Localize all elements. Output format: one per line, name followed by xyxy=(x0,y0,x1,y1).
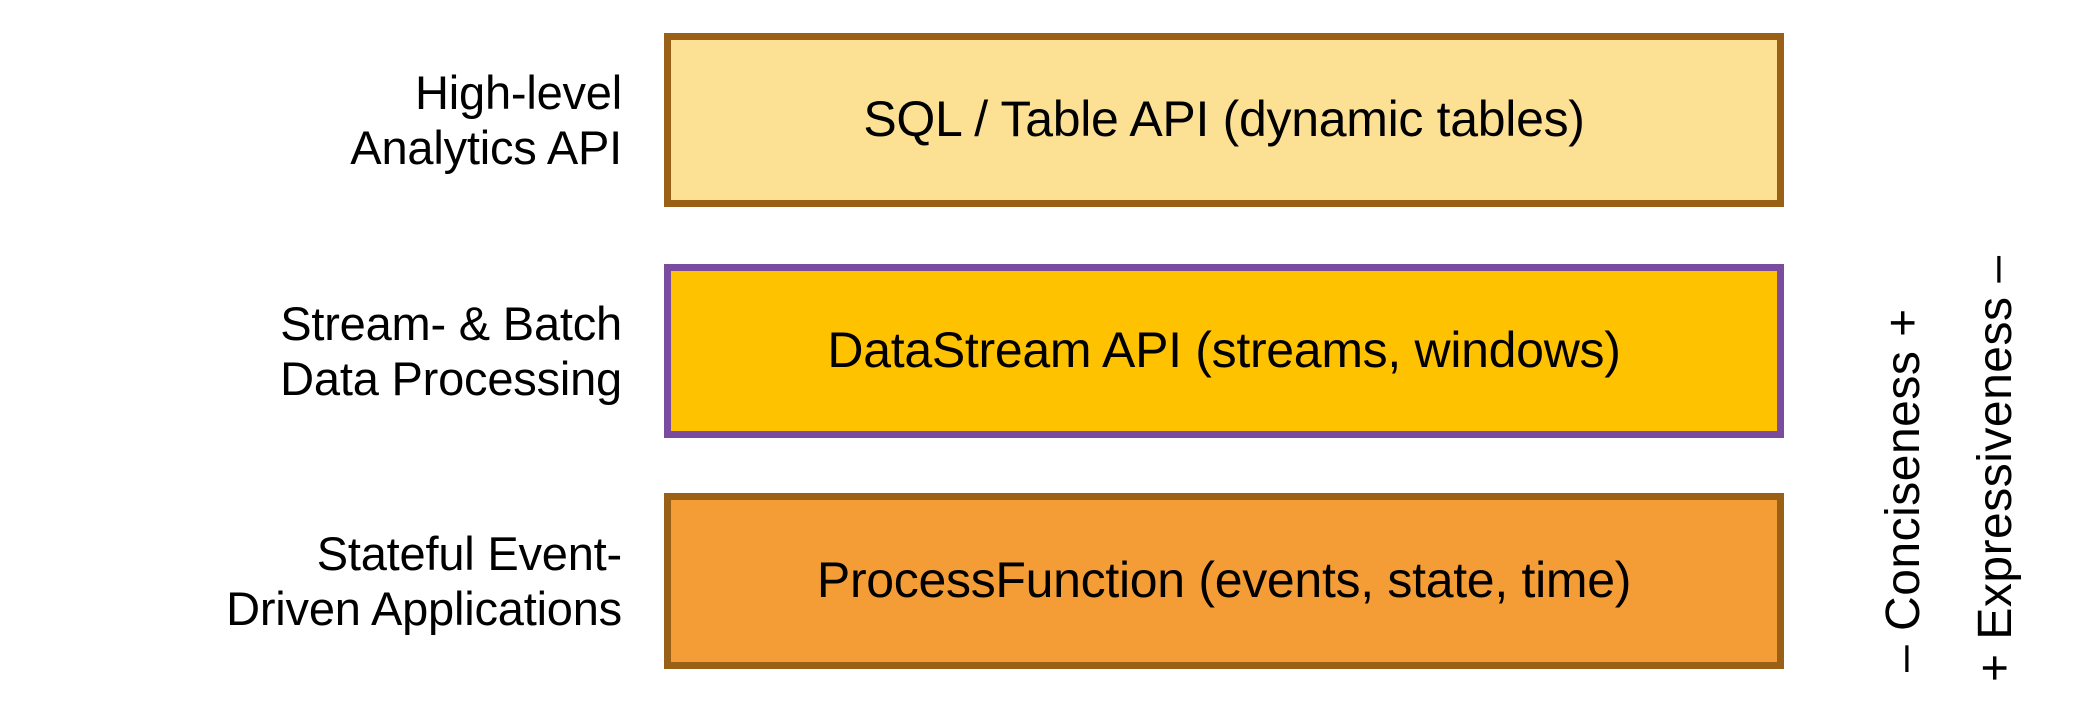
axis-label-expressiveness: + Expressiveness – xyxy=(1969,255,2022,682)
layer-label-line-1: High-level xyxy=(415,65,622,119)
layer-label-high-level-analytics-api: High-level Analytics API xyxy=(0,33,622,207)
layer-label-line-2: Analytics API xyxy=(350,121,622,174)
layer-label-line-2: Driven Applications xyxy=(226,582,622,635)
layer-box-sql-table-api[interactable]: SQL / Table API (dynamic tables) xyxy=(664,33,1784,207)
layer-label-line-2: Data Processing xyxy=(280,352,622,405)
layer-label-line-1: Stateful Event- xyxy=(316,526,622,580)
axis-label-conciseness: – Conciseness + xyxy=(1877,308,1930,672)
layer-label-line-1: Stream- & Batch xyxy=(280,296,622,350)
layer-box-label: ProcessFunction (events, state, time) xyxy=(816,552,1632,608)
layer-label-stateful-event-driven-applications: Stateful Event- Driven Applications xyxy=(0,493,622,669)
layer-box-label: DataStream API (streams, windows) xyxy=(827,322,1621,378)
layer-label-stream-batch-data-processing: Stream- & Batch Data Processing xyxy=(0,264,622,438)
layer-box-datastream-api[interactable]: DataStream API (streams, windows) xyxy=(664,264,1784,438)
layer-box-label: SQL / Table API (dynamic tables) xyxy=(863,91,1585,147)
layer-box-processfunction[interactable]: ProcessFunction (events, state, time) xyxy=(664,493,1784,669)
